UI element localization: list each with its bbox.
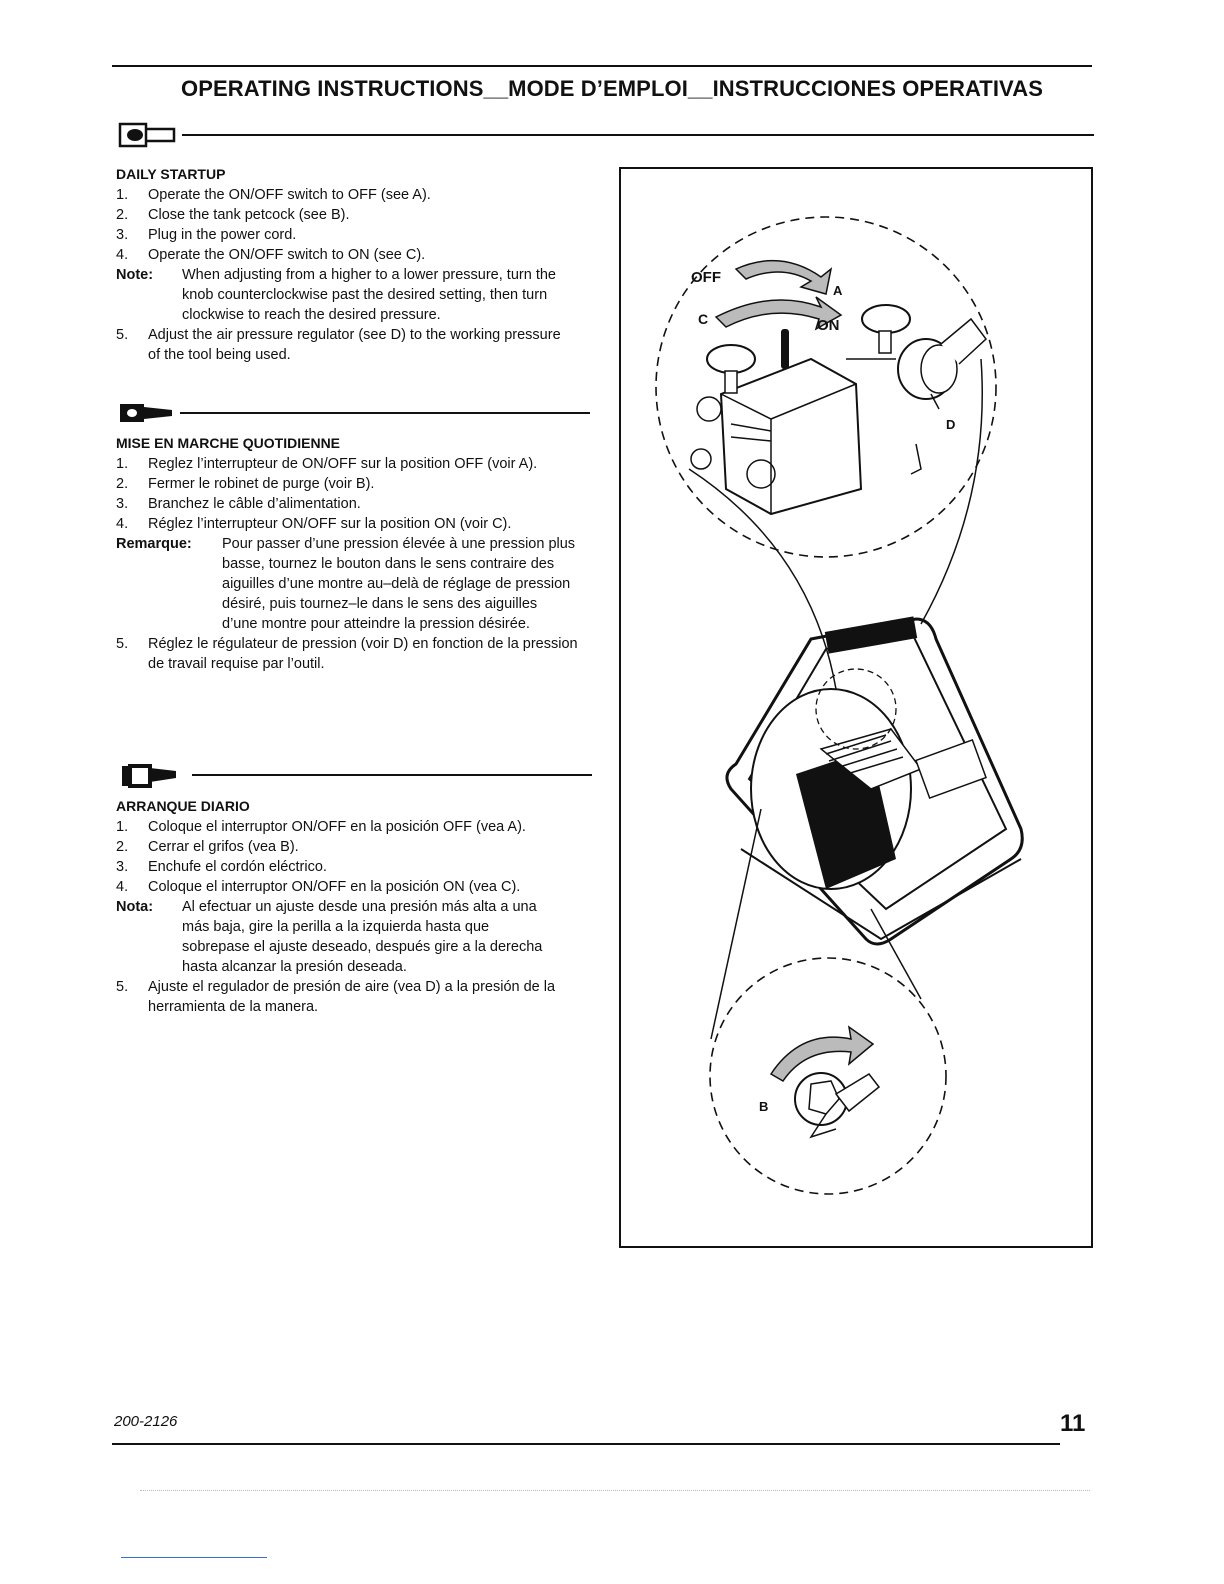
english-language-icon — [118, 122, 176, 148]
note-label: Remarque: — [116, 536, 192, 552]
note-text: When adjusting from a higher to a lower … — [182, 267, 556, 323]
note-text: Pour passer d’une pression élevée à une … — [222, 536, 576, 632]
list-item: 4.Operate the ON/OFF switch to ON (see C… — [116, 247, 426, 263]
section-title: DAILY STARTUP — [116, 166, 226, 182]
scan-artifact-dots — [140, 1490, 1090, 1495]
label-c: C — [698, 311, 709, 327]
french-section: MISE EN MARCHE QUOTIDIENNE 1.Reglez l’in… — [116, 433, 596, 674]
label-d: D — [946, 417, 956, 432]
english-icon-row — [118, 122, 1094, 148]
list-item: 1.Operate the ON/OFF switch to OFF (see … — [116, 187, 431, 203]
list-item: 5.Adjust the air pressure regulator (see… — [116, 327, 561, 363]
note-label: Nota: — [116, 899, 154, 915]
compressor-drawing — [655, 216, 1024, 1195]
list-item: 1.Coloque el interruptor ON/OFF en la po… — [116, 819, 526, 835]
english-rule — [182, 134, 1094, 136]
page-number: 11 — [1060, 1410, 1086, 1437]
top-rule — [112, 65, 1092, 67]
french-language-icon — [120, 404, 172, 422]
list-item: 4.Réglez l’interrupteur ON/OFF sur la po… — [116, 516, 512, 532]
label-b: B — [759, 1099, 769, 1114]
bottom-rule — [112, 1443, 1060, 1445]
note: Remarque: Pour passer d’une pression éle… — [116, 534, 596, 634]
spanish-language-icon — [122, 764, 176, 788]
page-title: OPERATING INSTRUCTIONS__MODE D’EMPLOI__I… — [181, 76, 1043, 101]
list-item: 3.Plug in the power cord. — [116, 227, 297, 243]
spanish-rule — [192, 774, 592, 776]
french-icon-row — [118, 401, 590, 425]
spanish-icon-row — [118, 762, 592, 788]
french-rule — [180, 412, 590, 414]
spanish-section: ARRANQUE DIARIO 1.Coloque el interruptor… — [116, 796, 596, 1017]
list-item: 4.Coloque el interruptor ON/OFF en la po… — [116, 879, 521, 895]
list-item: 3.Branchez le câble d’alimentation. — [116, 496, 361, 512]
list-item: 2.Close the tank petcock (see B). — [116, 207, 350, 223]
note-text: Al efectuar un ajuste desde una presión … — [182, 899, 543, 975]
blue-underline — [121, 1557, 267, 1558]
note: Note: When adjusting from a higher to a … — [116, 265, 596, 325]
section-title: ARRANQUE DIARIO — [116, 798, 250, 814]
compressor-illustration: OFF A C ON D B — [619, 167, 1093, 1248]
note-label: Note: — [116, 267, 154, 283]
list-item: 3.Enchufe el cordón eléctrico. — [116, 859, 327, 875]
list-item: 2.Cerrar el grifos (vea B). — [116, 839, 299, 855]
list-item: 5.Réglez le régulateur de pression (voir… — [116, 636, 578, 672]
doc-number: 200-2126 — [114, 1413, 178, 1430]
section-title: MISE EN MARCHE QUOTIDIENNE — [116, 435, 341, 451]
list-item: 2.Fermer le robinet de purge (voir B). — [116, 476, 375, 492]
note: Nota: Al efectuar un ajuste desde una pr… — [116, 897, 596, 977]
label-on: ON — [817, 317, 840, 334]
label-a: A — [833, 283, 843, 298]
list-item: 1.Reglez l’interrupteur de ON/OFF sur la… — [116, 456, 538, 472]
label-off: OFF — [691, 269, 721, 286]
english-section: DAILY STARTUP 1.Operate the ON/OFF switc… — [116, 164, 596, 365]
list-item: 5.Ajuste el regulador de presión de aire… — [116, 979, 556, 1015]
